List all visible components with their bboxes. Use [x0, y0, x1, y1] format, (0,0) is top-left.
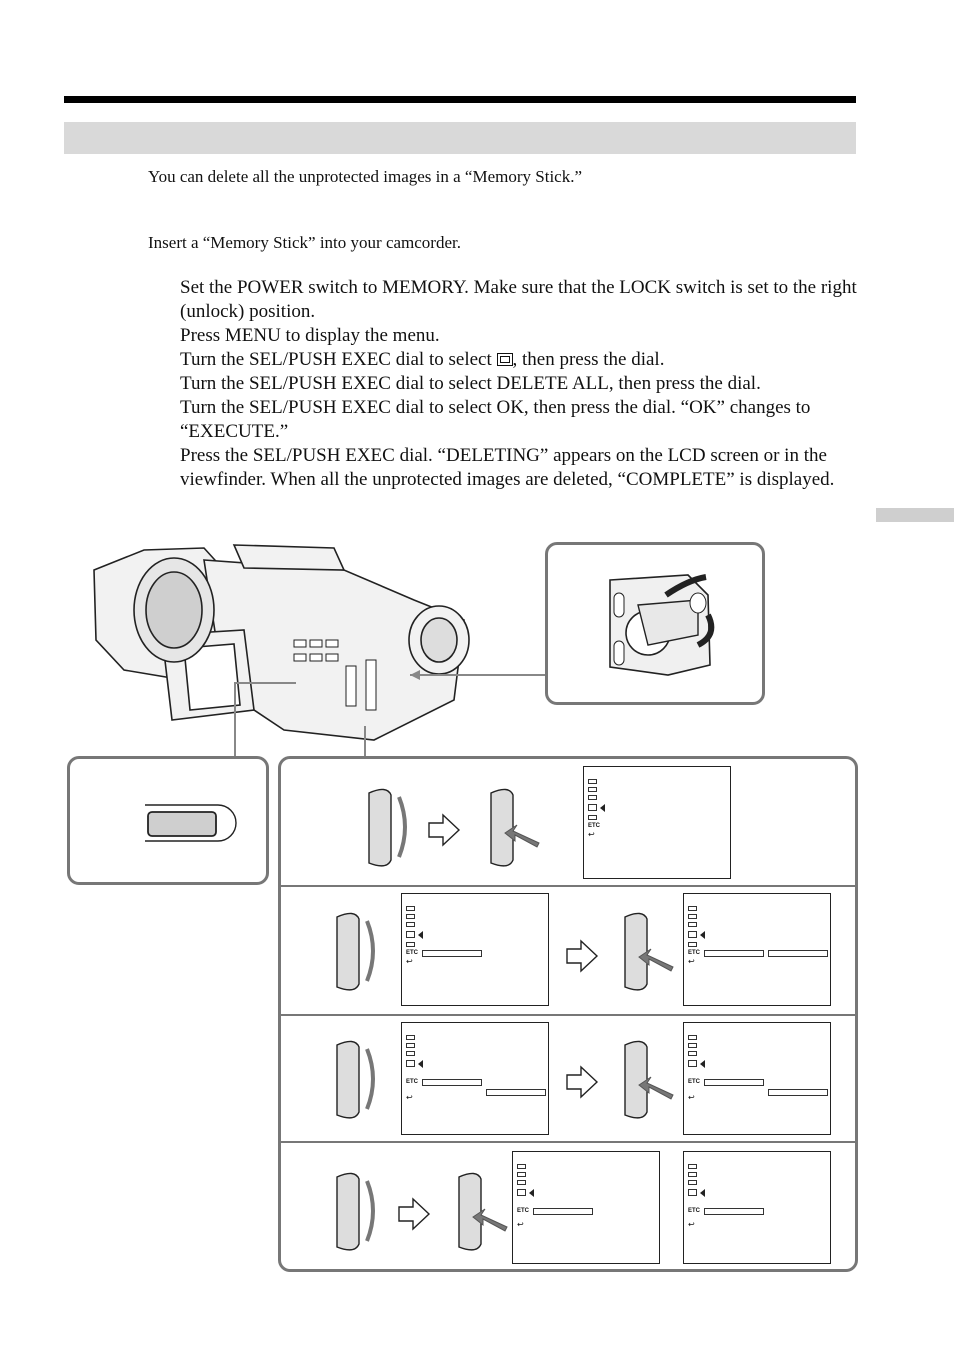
sel-push-exec-dial-icon	[336, 912, 375, 991]
dial-press-icon	[490, 788, 540, 867]
menu-screen: ETC ↩	[683, 893, 831, 1006]
power-switch-callout	[545, 542, 765, 705]
sel-push-exec-dial-icon	[336, 1172, 375, 1251]
step-item: Turn the SEL/PUSH EXEC dial to select , …	[180, 349, 665, 370]
procedure-panel: ETC ↩ ETC ↩ ETC ↩ ETC	[278, 756, 858, 1272]
steps-list: Set the POWER switch to MEMORY. Make sur…	[180, 276, 860, 492]
step-item: Turn the SEL/PUSH EXEC dial to select DE…	[180, 373, 761, 394]
menu-screen: ETC ↩	[683, 1022, 831, 1135]
panel-divider	[281, 885, 855, 887]
menu-screen: ETC ↩	[583, 766, 731, 879]
next-arrow-icon	[566, 1065, 599, 1099]
sel-push-exec-dial-icon	[336, 1040, 375, 1119]
step-item: Turn the SEL/PUSH EXEC dial to select OK…	[180, 397, 811, 442]
camcorder-illustration	[93, 544, 470, 741]
next-arrow-icon	[428, 813, 461, 847]
panel-divider	[281, 1141, 855, 1143]
menu-screen: ETC ↩	[512, 1151, 660, 1264]
top-rule	[64, 96, 856, 103]
power-switch-illustration	[609, 574, 715, 676]
insert-instruction: Insert a “Memory Stick” into your camcor…	[148, 233, 461, 252]
next-arrow-icon	[398, 1197, 431, 1231]
step-item: Press MENU to display the menu.	[180, 325, 440, 346]
dial-press-icon	[624, 1040, 674, 1119]
side-index-tab	[876, 508, 954, 522]
menu-button-callout	[67, 756, 269, 885]
section-heading-band	[64, 122, 856, 154]
step-item: Press the SEL/PUSH EXEC dial. “DELETING”…	[180, 445, 835, 490]
menu-screen: ETC ↩	[683, 1151, 831, 1264]
intro-text: You can delete all the unprotected image…	[148, 167, 583, 186]
dial-press-icon	[458, 1172, 508, 1251]
next-arrow-icon	[566, 939, 599, 973]
sel-push-exec-dial-icon	[368, 788, 407, 867]
step-item: Set the POWER switch to MEMORY. Make sur…	[180, 277, 857, 322]
memory-menu-icon	[496, 353, 513, 366]
dial-press-icon	[624, 912, 674, 991]
panel-divider	[281, 1014, 855, 1016]
menu-screen: ETC ↩	[401, 1022, 549, 1135]
menu-screen: ETC ↩	[401, 893, 549, 1006]
menu-button-illustration	[145, 804, 237, 842]
